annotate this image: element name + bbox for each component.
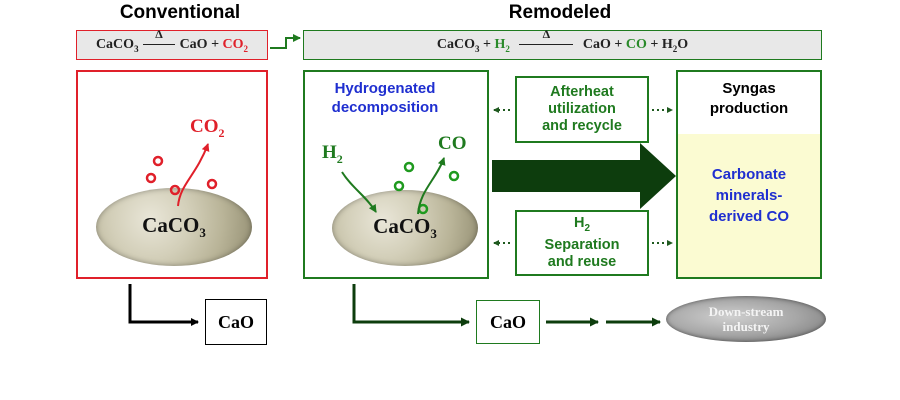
hydrogenated-rock: CaCO3 <box>332 190 478 266</box>
separation-box: H2 Separation and reuse <box>515 210 649 276</box>
main-process-arrow <box>492 143 676 209</box>
cao-conventional-box: CaO <box>205 299 267 345</box>
conventional-equation-box: CaCO3 Δ CaO + CO2 <box>76 26 268 60</box>
co-release-arrow <box>417 157 446 215</box>
cao-remodeled-arrow <box>352 284 470 327</box>
dotted-connectors <box>493 107 673 246</box>
hydrogenated-rock-label: CaCO3 <box>373 213 437 242</box>
downstream-industry: Down-stream industry <box>666 296 826 342</box>
h2-input-label: H2 <box>322 142 343 166</box>
co2-release-arrow <box>177 143 210 207</box>
co2-bubbles <box>145 155 218 196</box>
co2-label: CO2 <box>190 116 225 140</box>
remodeled-equation-box: CaCO3 + H2 Δ CaO + CO + H2O <box>303 26 822 60</box>
remodeled-heading: Remodeled <box>508 2 612 23</box>
afterheat-box: Afterheat utilization and recycle <box>515 76 649 143</box>
equation-connector-arrow <box>270 34 301 49</box>
cao-remodeled-box: CaO <box>476 300 540 344</box>
h2-input-arrow <box>341 171 377 213</box>
cao-conventional-arrow <box>128 284 199 326</box>
syngas-panel <box>676 70 822 279</box>
syngas-body: Carbonate minerals- derived CO <box>708 165 790 225</box>
co-output-label: CO <box>438 133 467 154</box>
remodeled-equation: CaCO3 + H2 Δ CaO + CO + H2O <box>436 26 689 54</box>
hydrogenated-title: Hydrogenated decomposition <box>331 80 439 116</box>
conventional-rock-label: CaCO3 <box>142 212 206 241</box>
conventional-equation: CaCO3 Δ CaO + CO2 <box>95 26 249 54</box>
syngas-title: Syngas production <box>709 80 789 117</box>
conventional-rock: CaCO3 <box>96 188 252 266</box>
conventional-heading: Conventional <box>119 2 241 23</box>
